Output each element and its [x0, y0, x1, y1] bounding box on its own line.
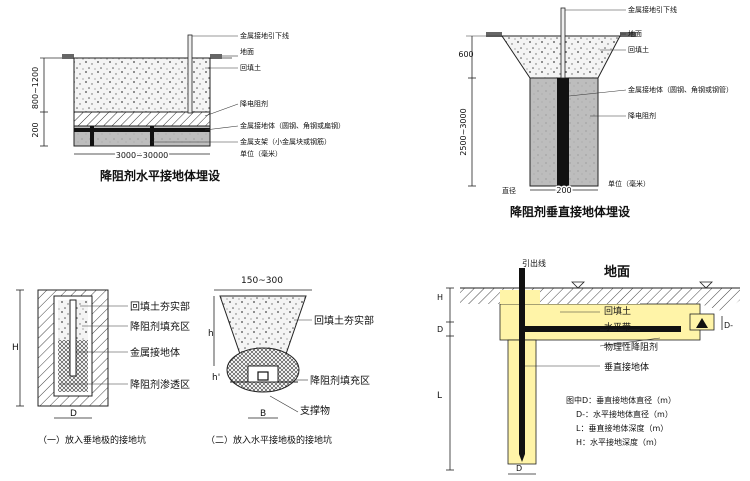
dia-word: 直径 [502, 186, 516, 195]
depth-label: 800~1200 [31, 67, 40, 109]
H-label: H [437, 293, 443, 302]
label-ground: 地面 [240, 47, 254, 56]
legend-line-3: L：垂直接地体深度（m） [576, 423, 668, 433]
panel-horizontal-electrode: 800~1200 200 3000~30000 金属接地引下线 地面 回填土 降… [31, 31, 345, 183]
depth-label: 2500~3000 [459, 108, 468, 155]
label-down-lead: 金属接地引下线 [240, 31, 289, 40]
label-horizontal: 水平带 [604, 321, 631, 333]
label-unit: 单位（毫米） [240, 149, 282, 158]
lead-wire [519, 268, 525, 332]
h2-label: h' [212, 373, 220, 383]
label-ground: 地面 [628, 29, 642, 38]
top-dim-label: 600 [458, 50, 473, 59]
label-ground: 地面 [604, 264, 630, 280]
down-lead-rod [560, 7, 566, 79]
ground-block-right [620, 32, 636, 37]
down-lead-rod [187, 34, 193, 114]
panel-vertical-pit: H D 回填土夯实部 降阻剂填充区 金属接地体 降阻剂渗透区 （一）放入垂地极的… [12, 289, 190, 446]
vertical-electrode [519, 332, 525, 454]
h-label: h [208, 329, 214, 339]
label-compact: 回填土夯实部 [130, 300, 190, 313]
panel4-caption: （二）放入水平接地极的接地坑 [206, 434, 332, 446]
metal-electrode-bar [74, 128, 210, 132]
label-down-lead: 金属接地引下线 [628, 5, 677, 14]
label-reducer: 降电阻剂 [628, 111, 656, 120]
panel3-caption: （一）放入垂地极的接地坑 [38, 434, 146, 446]
D-label: D [70, 409, 77, 419]
ground-block-left [62, 54, 74, 59]
panel-vertical-electrode: 600 2500~3000 直径 200 金属接地引下线 地面 回填土 金属接地… [458, 5, 733, 219]
support-post [150, 126, 154, 146]
support-post [90, 126, 94, 146]
label-support: 支撑物 [300, 404, 330, 417]
label-backfill: 回填土 [240, 63, 261, 72]
thick-label: 200 [31, 122, 40, 137]
legend-line-4: H：水平接地深度（m） [576, 437, 662, 447]
label-backfill: 回填土 [628, 45, 649, 54]
H-label: H [12, 343, 19, 353]
label-vertical: 垂直接地体 [604, 361, 649, 373]
label-metal: 金属接地体 [130, 346, 180, 359]
metal-vertical-electrode [557, 78, 569, 186]
D-bottom-label: D [516, 464, 522, 473]
panel2-title: 降阻剂垂直接地体埋设 [510, 204, 631, 219]
dia-label: 200 [556, 186, 571, 195]
strip-section [696, 318, 708, 328]
label-seep: 降阻剂渗透区 [130, 378, 190, 391]
L-label: L [437, 391, 442, 401]
D-horizontal-label: D [437, 325, 443, 334]
label-support: 金属支架（小金属块或钢筋） [240, 137, 331, 146]
panel-combined-electrode: H D L D D- 引出线 地面 回填土 水平带 物理性降阻剂 垂直接地体 图… [437, 258, 740, 475]
electrode-section [257, 371, 269, 381]
label-metal-body: 金属接地体（圆钢、角钢或扁钢） [240, 121, 345, 130]
panel1-title: 降阻剂水平接地体埋设 [100, 168, 221, 183]
label-fill: 降阻剂填充区 [130, 320, 190, 333]
horizontal-reducer-zone [499, 303, 701, 341]
ground-block-left [486, 32, 502, 37]
D-strip-label: D- [724, 321, 733, 330]
horizontal-strip [519, 326, 681, 332]
top-dim-label: 150~300 [241, 276, 283, 286]
metal-electrode [69, 299, 77, 377]
label-compact: 回填土夯实部 [314, 314, 374, 327]
backfill-hatch [540, 292, 640, 304]
label-physical: 物理性降阻剂 [604, 341, 658, 353]
label-lead: 引出线 [522, 258, 546, 268]
label-reducer: 降电阻剂 [240, 99, 268, 108]
label-backfill: 回填土 [604, 305, 631, 317]
length-label: 3000~30000 [116, 151, 169, 160]
compacted-backfill [219, 295, 307, 355]
legend-line-2: D-：水平接地体直径（m） [576, 409, 673, 419]
legend-line-1: 图中D：垂直接地体直径（m） [566, 395, 676, 405]
label-unit: 单位（毫米） [608, 179, 650, 188]
label-fill: 降阻剂填充区 [310, 374, 370, 387]
panel-horizontal-pit: 150~300 h h' B 回填土夯实部 降阻剂填充区 支撑物 （二）放入水平… [206, 276, 374, 446]
B-label: B [260, 409, 266, 419]
ground-block-right [210, 54, 222, 59]
reducer-layer [73, 111, 211, 127]
label-metal-body: 金属接地体（圆钢、角钢或钢管） [628, 85, 733, 94]
